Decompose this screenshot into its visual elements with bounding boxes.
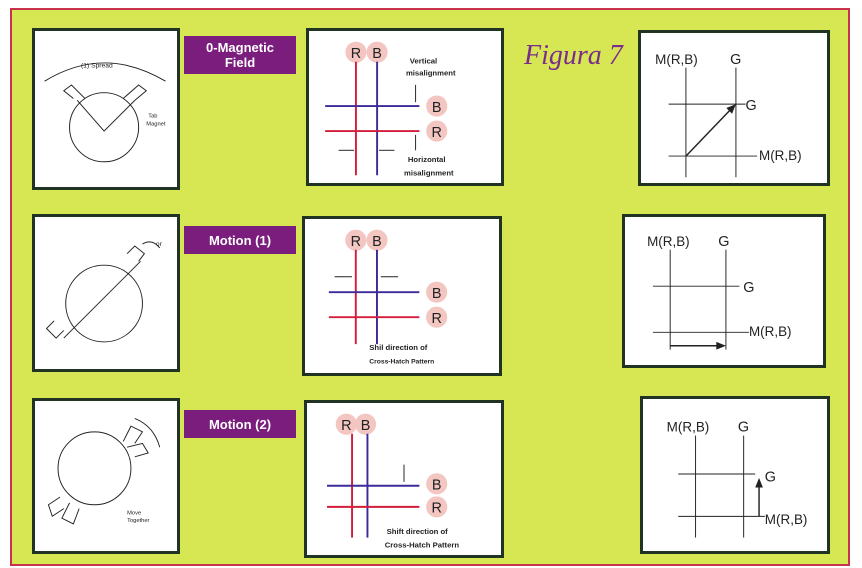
right-r-label: R: [431, 311, 441, 327]
result-diagram-motion-1: M(R,B) G G M(R,B): [622, 214, 826, 368]
result-bottom-right-label: M(R,B): [749, 324, 792, 339]
result-top-right-label: G: [718, 234, 729, 250]
shift-note-1: Shil direction of: [369, 343, 428, 352]
label-motion-1: Motion (1): [184, 226, 296, 254]
result-bottom-right-label: M(R,B): [765, 512, 808, 527]
result-top-left-label: M(R,B): [655, 52, 698, 67]
label-text: Motion (2): [208, 416, 272, 432]
crosshatch-diagram-motion-2: R B B R Shift direction of Cross-Hatch P…: [304, 400, 504, 558]
result-top-right-label: G: [730, 52, 741, 68]
yoke-diagram-motion-2: Move Together: [32, 398, 180, 554]
right-b-label: B: [432, 100, 442, 116]
result-top-right-label: G: [738, 420, 749, 436]
result-diagram-motion-2: M(R,B) G G M(R,B): [640, 396, 830, 554]
yoke-diagram-motion-1: or: [32, 214, 180, 372]
yoke-motion-1-drawing: or: [45, 241, 163, 343]
crosshatch-motion-2-drawing: R B B R Shift direction of Cross-Hatch P…: [327, 413, 460, 549]
shift-note-1: Shift direction of: [387, 527, 449, 536]
crosshatch-diagram-zero-field: R B B R Vertical misalignment Horizontal…: [306, 28, 504, 186]
right-r-label: R: [431, 501, 441, 517]
result-right-label: G: [743, 280, 754, 296]
result-top-left-label: M(R,B): [667, 420, 710, 435]
figure-title: Figura 7: [524, 40, 623, 71]
crosshatch-zero-field-drawing: R B B R Vertical misalignment Horizontal…: [325, 41, 456, 177]
result-motion-2-drawing: M(R,B) G G M(R,B): [667, 420, 808, 538]
label-line-1: 0-Magnetic: [206, 40, 274, 55]
result-right-label: G: [746, 98, 757, 114]
top-b-label: B: [372, 46, 382, 62]
shift-note-2: Cross-Hatch Pattern: [385, 540, 460, 549]
result-motion-1-drawing: M(R,B) G G M(R,B): [647, 234, 792, 350]
right-r-label: R: [432, 125, 442, 141]
together-label: Together: [127, 518, 149, 524]
label-text: Motion (1): [208, 232, 272, 248]
top-r-label: R: [351, 46, 361, 62]
spread-label: (1) Spread: [81, 63, 113, 70]
vertical-note-2: misalignment: [406, 68, 456, 77]
result-zero-field-drawing: M(R,B) G G M(R,B): [655, 52, 802, 178]
result-bottom-right-label: M(R,B): [759, 148, 802, 163]
crosshatch-diagram-motion-1: R B B R Shil direction of Cross-Hatch Pa…: [302, 216, 502, 376]
magnet-label: Magnet: [146, 121, 166, 127]
top-b-label: B: [372, 234, 382, 250]
tab-label: Tab: [148, 114, 157, 120]
move-label: Move: [127, 510, 141, 516]
label-motion-2: Motion (2): [184, 410, 296, 438]
horizontal-note-1: Horizontal: [408, 155, 446, 164]
top-r-label: R: [351, 234, 361, 250]
right-b-label: B: [432, 286, 442, 302]
result-diagram-zero-field: M(R,B) G G M(R,B): [638, 30, 830, 186]
yoke-diagram-spread: (1) Spread Tab Magnet: [32, 28, 180, 190]
vertical-note-1: Vertical: [410, 57, 437, 66]
top-b-label: B: [361, 418, 371, 434]
result-right-label: G: [765, 470, 776, 486]
or-label: or: [156, 241, 163, 248]
crosshatch-motion-1-drawing: R B B R Shil direction of Cross-Hatch Pa…: [328, 229, 448, 365]
label-line-2: Field: [224, 55, 256, 70]
yoke-spread-drawing: (1) Spread Tab Magnet: [44, 62, 166, 163]
result-top-left-label: M(R,B): [647, 234, 690, 249]
yoke-motion-2-drawing: Move Together: [47, 417, 161, 525]
top-r-label: R: [341, 418, 351, 434]
shift-note-2: Cross-Hatch Pattern: [369, 358, 434, 365]
horizontal-note-2: misalignment: [404, 168, 454, 177]
right-b-label: B: [432, 478, 442, 494]
